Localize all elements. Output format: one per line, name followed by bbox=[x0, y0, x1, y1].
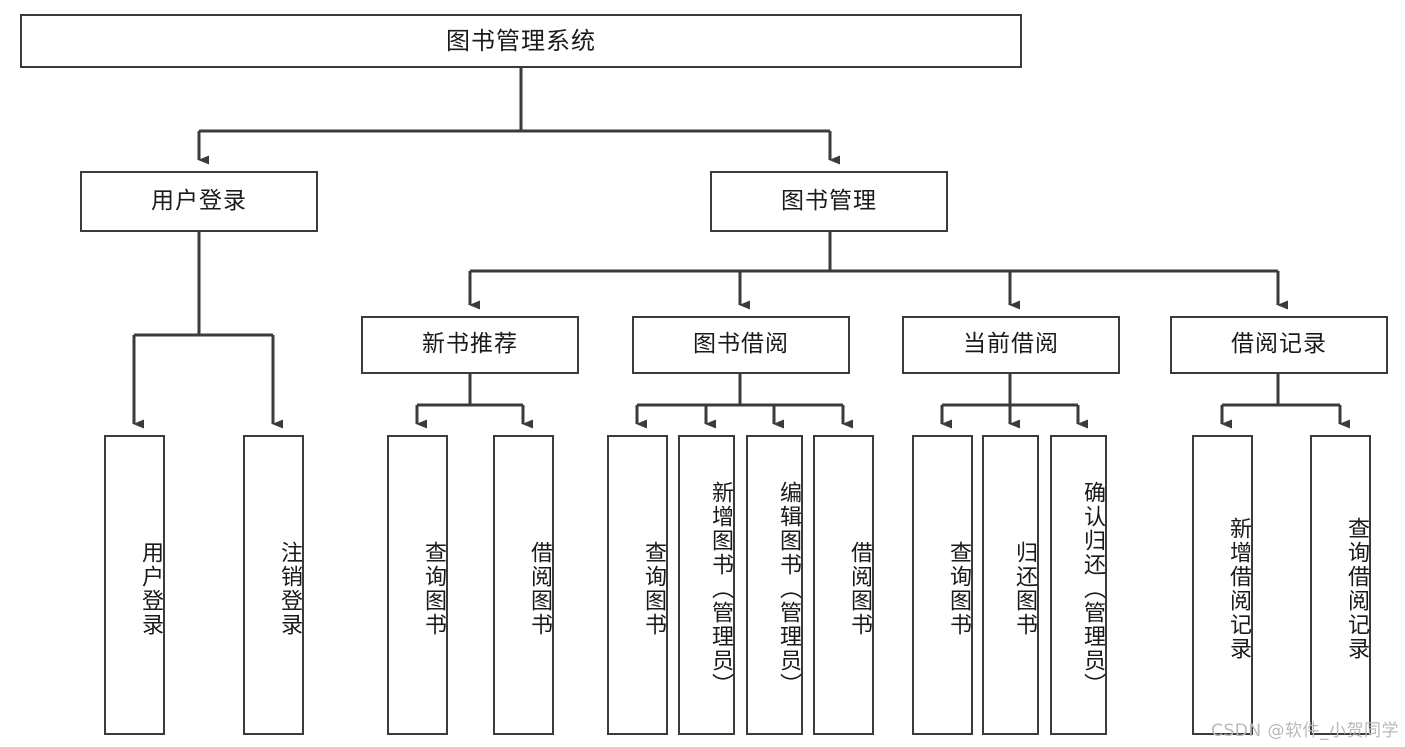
node-label: 新书推荐 bbox=[422, 331, 518, 358]
node-label: 借阅图书 bbox=[527, 541, 552, 637]
leaf-query-book-1[interactable]: 查询图书 bbox=[387, 435, 448, 735]
leaf-confirm-return[interactable]: 确认归还（管理员） bbox=[1050, 435, 1107, 735]
node-label: 用户登录 bbox=[151, 187, 247, 214]
node-new-book-recommend[interactable]: 新书推荐 bbox=[361, 316, 579, 374]
leaf-add-record[interactable]: 新增借阅记录 bbox=[1192, 435, 1253, 735]
node-current-borrow[interactable]: 当前借阅 bbox=[902, 316, 1120, 374]
node-borrow-record[interactable]: 借阅记录 bbox=[1170, 316, 1388, 374]
node-label: 查询图书 bbox=[946, 541, 971, 637]
node-label: 确认归还（管理员） bbox=[1080, 481, 1105, 697]
node-book-management[interactable]: 图书管理 bbox=[710, 171, 948, 232]
node-label: 用户登录 bbox=[138, 541, 163, 637]
node-label: 新增图书（管理员） bbox=[708, 481, 733, 697]
watermark: CSDN @软件_小贺同学 bbox=[1211, 721, 1399, 741]
node-root-book-management-system[interactable]: 图书管理系统 bbox=[20, 14, 1022, 68]
leaf-user-login[interactable]: 用户登录 bbox=[104, 435, 165, 735]
leaf-query-record[interactable]: 查询借阅记录 bbox=[1310, 435, 1371, 735]
node-label: 查询借阅记录 bbox=[1344, 517, 1369, 661]
leaf-add-book[interactable]: 新增图书（管理员） bbox=[678, 435, 735, 735]
node-label: 图书借阅 bbox=[693, 331, 789, 358]
node-label: 借阅记录 bbox=[1231, 331, 1327, 358]
node-label: 图书管理系统 bbox=[446, 26, 596, 55]
leaf-borrow-book-1[interactable]: 借阅图书 bbox=[493, 435, 554, 735]
leaf-query-book-3[interactable]: 查询图书 bbox=[912, 435, 973, 735]
leaf-logout-login[interactable]: 注销登录 bbox=[243, 435, 304, 735]
node-label: 查询图书 bbox=[421, 541, 446, 637]
node-label: 归还图书 bbox=[1012, 541, 1037, 637]
node-label: 图书管理 bbox=[781, 187, 877, 214]
node-label: 编辑图书（管理员） bbox=[776, 481, 801, 697]
node-user-login[interactable]: 用户登录 bbox=[80, 171, 318, 232]
leaf-edit-book[interactable]: 编辑图书（管理员） bbox=[746, 435, 803, 735]
node-book-borrow[interactable]: 图书借阅 bbox=[632, 316, 850, 374]
node-label: 注销登录 bbox=[277, 541, 302, 637]
node-label: 借阅图书 bbox=[847, 541, 872, 637]
leaf-query-book-2[interactable]: 查询图书 bbox=[607, 435, 668, 735]
node-label: 查询图书 bbox=[641, 541, 666, 637]
node-label: 当前借阅 bbox=[963, 331, 1059, 358]
leaf-borrow-book-2[interactable]: 借阅图书 bbox=[813, 435, 874, 735]
node-label: 新增借阅记录 bbox=[1226, 517, 1251, 661]
leaf-return-book[interactable]: 归还图书 bbox=[982, 435, 1039, 735]
